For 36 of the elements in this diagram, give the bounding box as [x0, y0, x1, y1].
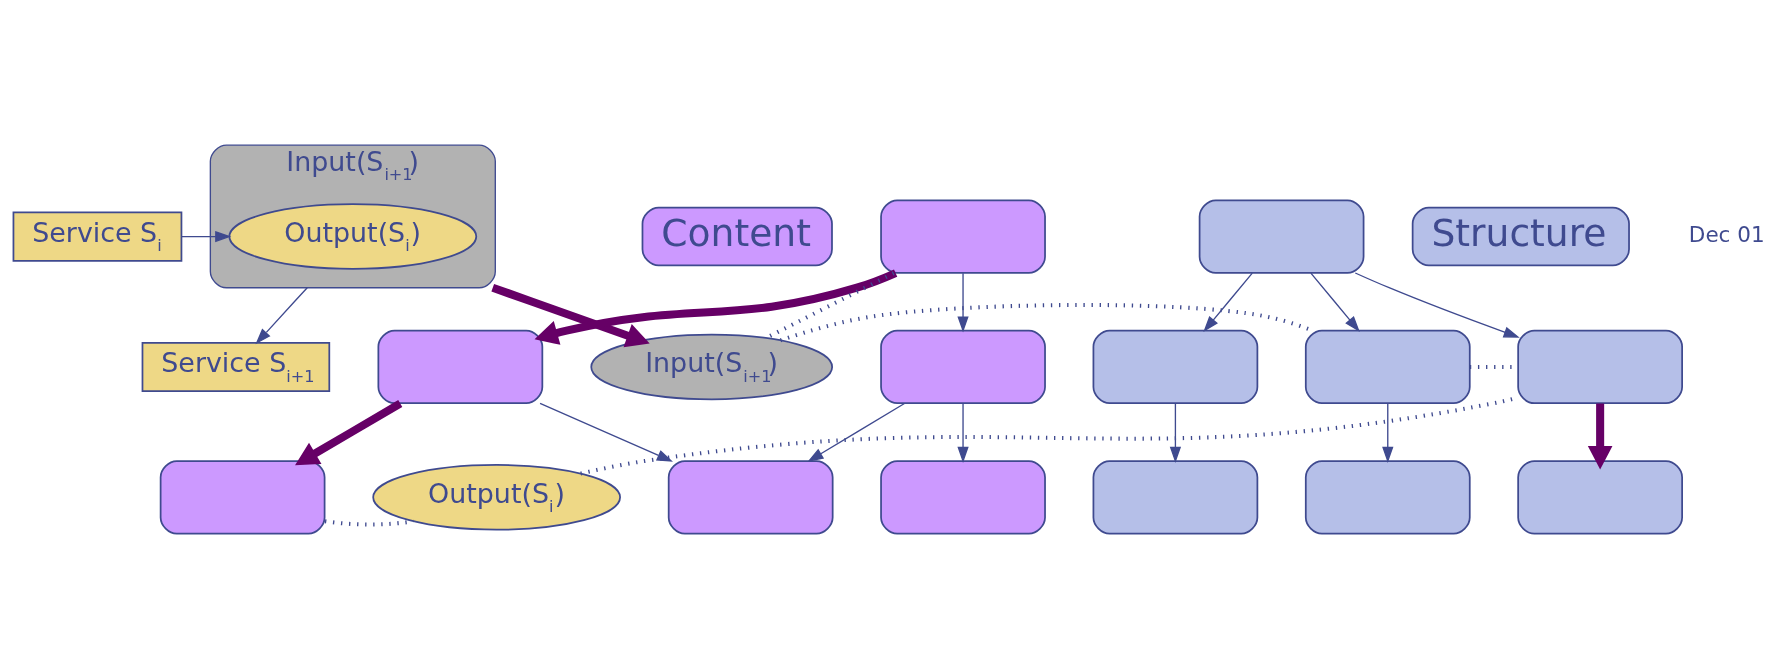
arrow	[1169, 402, 1182, 463]
node-box	[880, 199, 1046, 274]
node-ellipse: Input(S$_{i+1}$)	[590, 333, 833, 401]
node-box	[1198, 199, 1365, 274]
node-box: Service S$_{i+1}$	[141, 341, 331, 393]
arrow	[534, 269, 898, 345]
node-box	[159, 460, 326, 535]
arrow	[180, 230, 232, 243]
node-box	[1092, 329, 1259, 405]
node-box: Content	[641, 206, 833, 267]
arrow	[1587, 403, 1613, 470]
node-box	[880, 329, 1046, 405]
node-box	[377, 329, 544, 405]
node-ellipse: Output(S$_{i}$)	[372, 464, 621, 531]
node-box	[1517, 329, 1683, 405]
arrow	[295, 400, 403, 466]
label: Dec 01	[1688, 221, 1765, 247]
arrow	[539, 402, 673, 462]
node-box	[1304, 329, 1471, 405]
node-box	[1304, 460, 1471, 535]
arrow	[1382, 402, 1394, 463]
node-box	[1092, 460, 1259, 535]
node-ellipse: Output(S$_{i}$)	[228, 203, 478, 270]
arrow	[255, 287, 308, 345]
node-box: Structure	[1411, 206, 1630, 267]
arrow	[957, 272, 969, 333]
arrow	[491, 283, 650, 348]
node-box	[880, 460, 1046, 535]
node-box	[1517, 460, 1683, 535]
arrow	[957, 402, 969, 463]
node-box	[667, 460, 834, 535]
arrow	[1354, 272, 1520, 338]
node-box: Service S$_{i}$	[12, 211, 183, 262]
arrow	[807, 402, 906, 462]
arrow	[1203, 272, 1253, 333]
arrow	[1310, 272, 1360, 333]
